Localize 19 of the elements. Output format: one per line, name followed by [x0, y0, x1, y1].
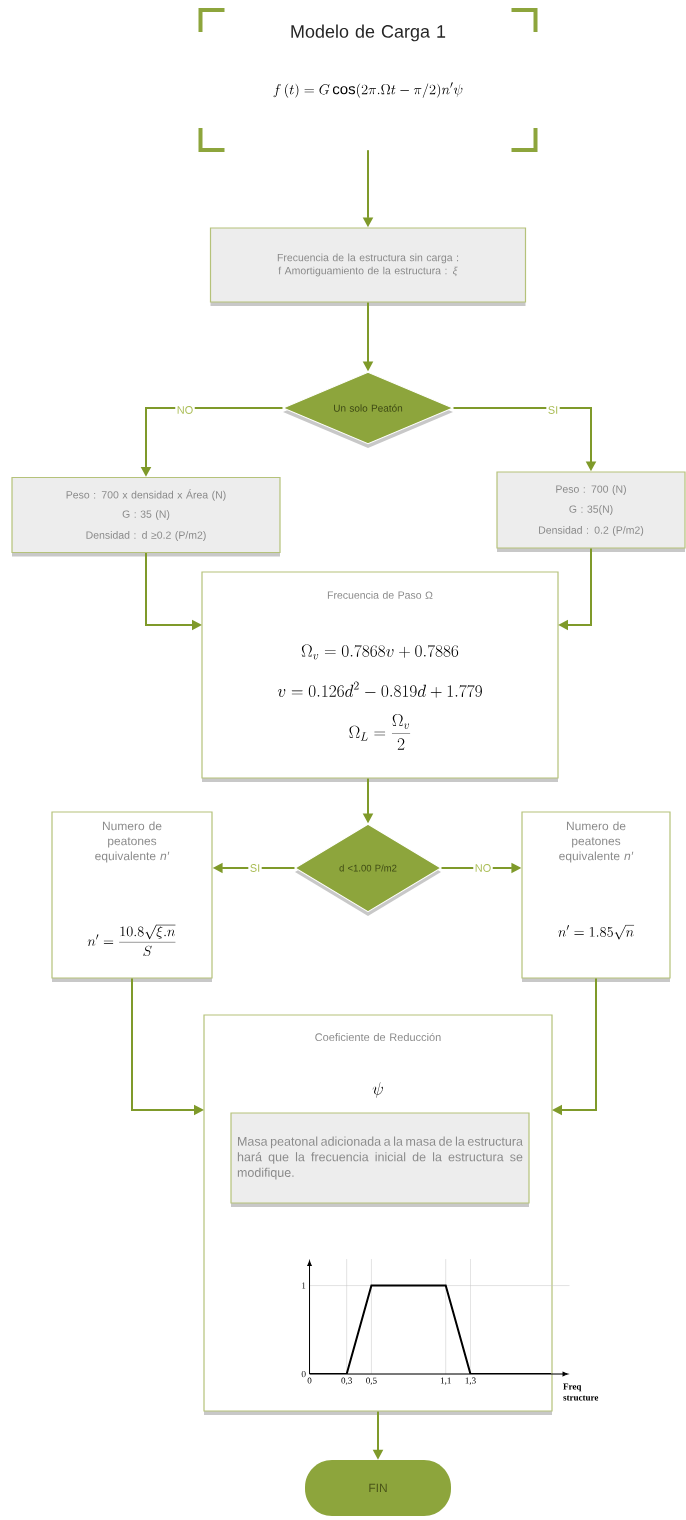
x-tick-label: 0,3: [341, 1377, 352, 1385]
edge-label: NO: [473, 862, 493, 874]
y-tick-label: 1: [302, 1282, 306, 1289]
process-box: Peso : 700 (N) G : 35(N) Densidad : 0.2 (P/m2): [496, 471, 686, 552]
process-box: Frecuencia de la estructura sin carga : f Amortiguamiento de la estructura : ξ: [209, 227, 527, 306]
x-tick-label: 0,5: [366, 1377, 377, 1385]
process-box: Masa peatonal adicionada a la masa de la estructura hará que la frecuencia inicial de la estructura se modifique.: [230, 1112, 530, 1207]
x-tick-label: 1,3: [465, 1377, 476, 1385]
x-tick-label: 0: [307, 1377, 312, 1384]
process-box: Frecuencia de Paso Ω $\Omega_{v}=0.7868v+0.7886$ $v=0.126d^{2}-0.819d+1.779$ $\Omega_{L}=\frac{\Omega_{v}}{2}$: [201, 571, 559, 782]
process-box: Numero de peatones equivalente n′ $n'=\frac{10.8\sqrt{\xi.n}}{S}$: [51, 811, 213, 982]
process-box: Peso : 700 x densidad x Área (N) G : 35 (N) Densidad : d ≥0.2 (P/m2): [11, 476, 281, 557]
process-box: Numero de peatones equivalente n′ $n'=1.85\sqrt{n}$: [521, 811, 671, 982]
edge-label: SI: [248, 862, 262, 874]
x-tick-label: 1,1: [440, 1377, 451, 1385]
edge-label: NO: [175, 404, 195, 416]
title-frame: Modelo de Carga 1 $f\left(t\right)=G\cos(2\pi.\Omega t-\pi/2)n'\psi$: [198, 8, 538, 152]
edge-label: SI: [546, 404, 560, 416]
x-axis-title: Freq structure: [563, 1383, 599, 1401]
